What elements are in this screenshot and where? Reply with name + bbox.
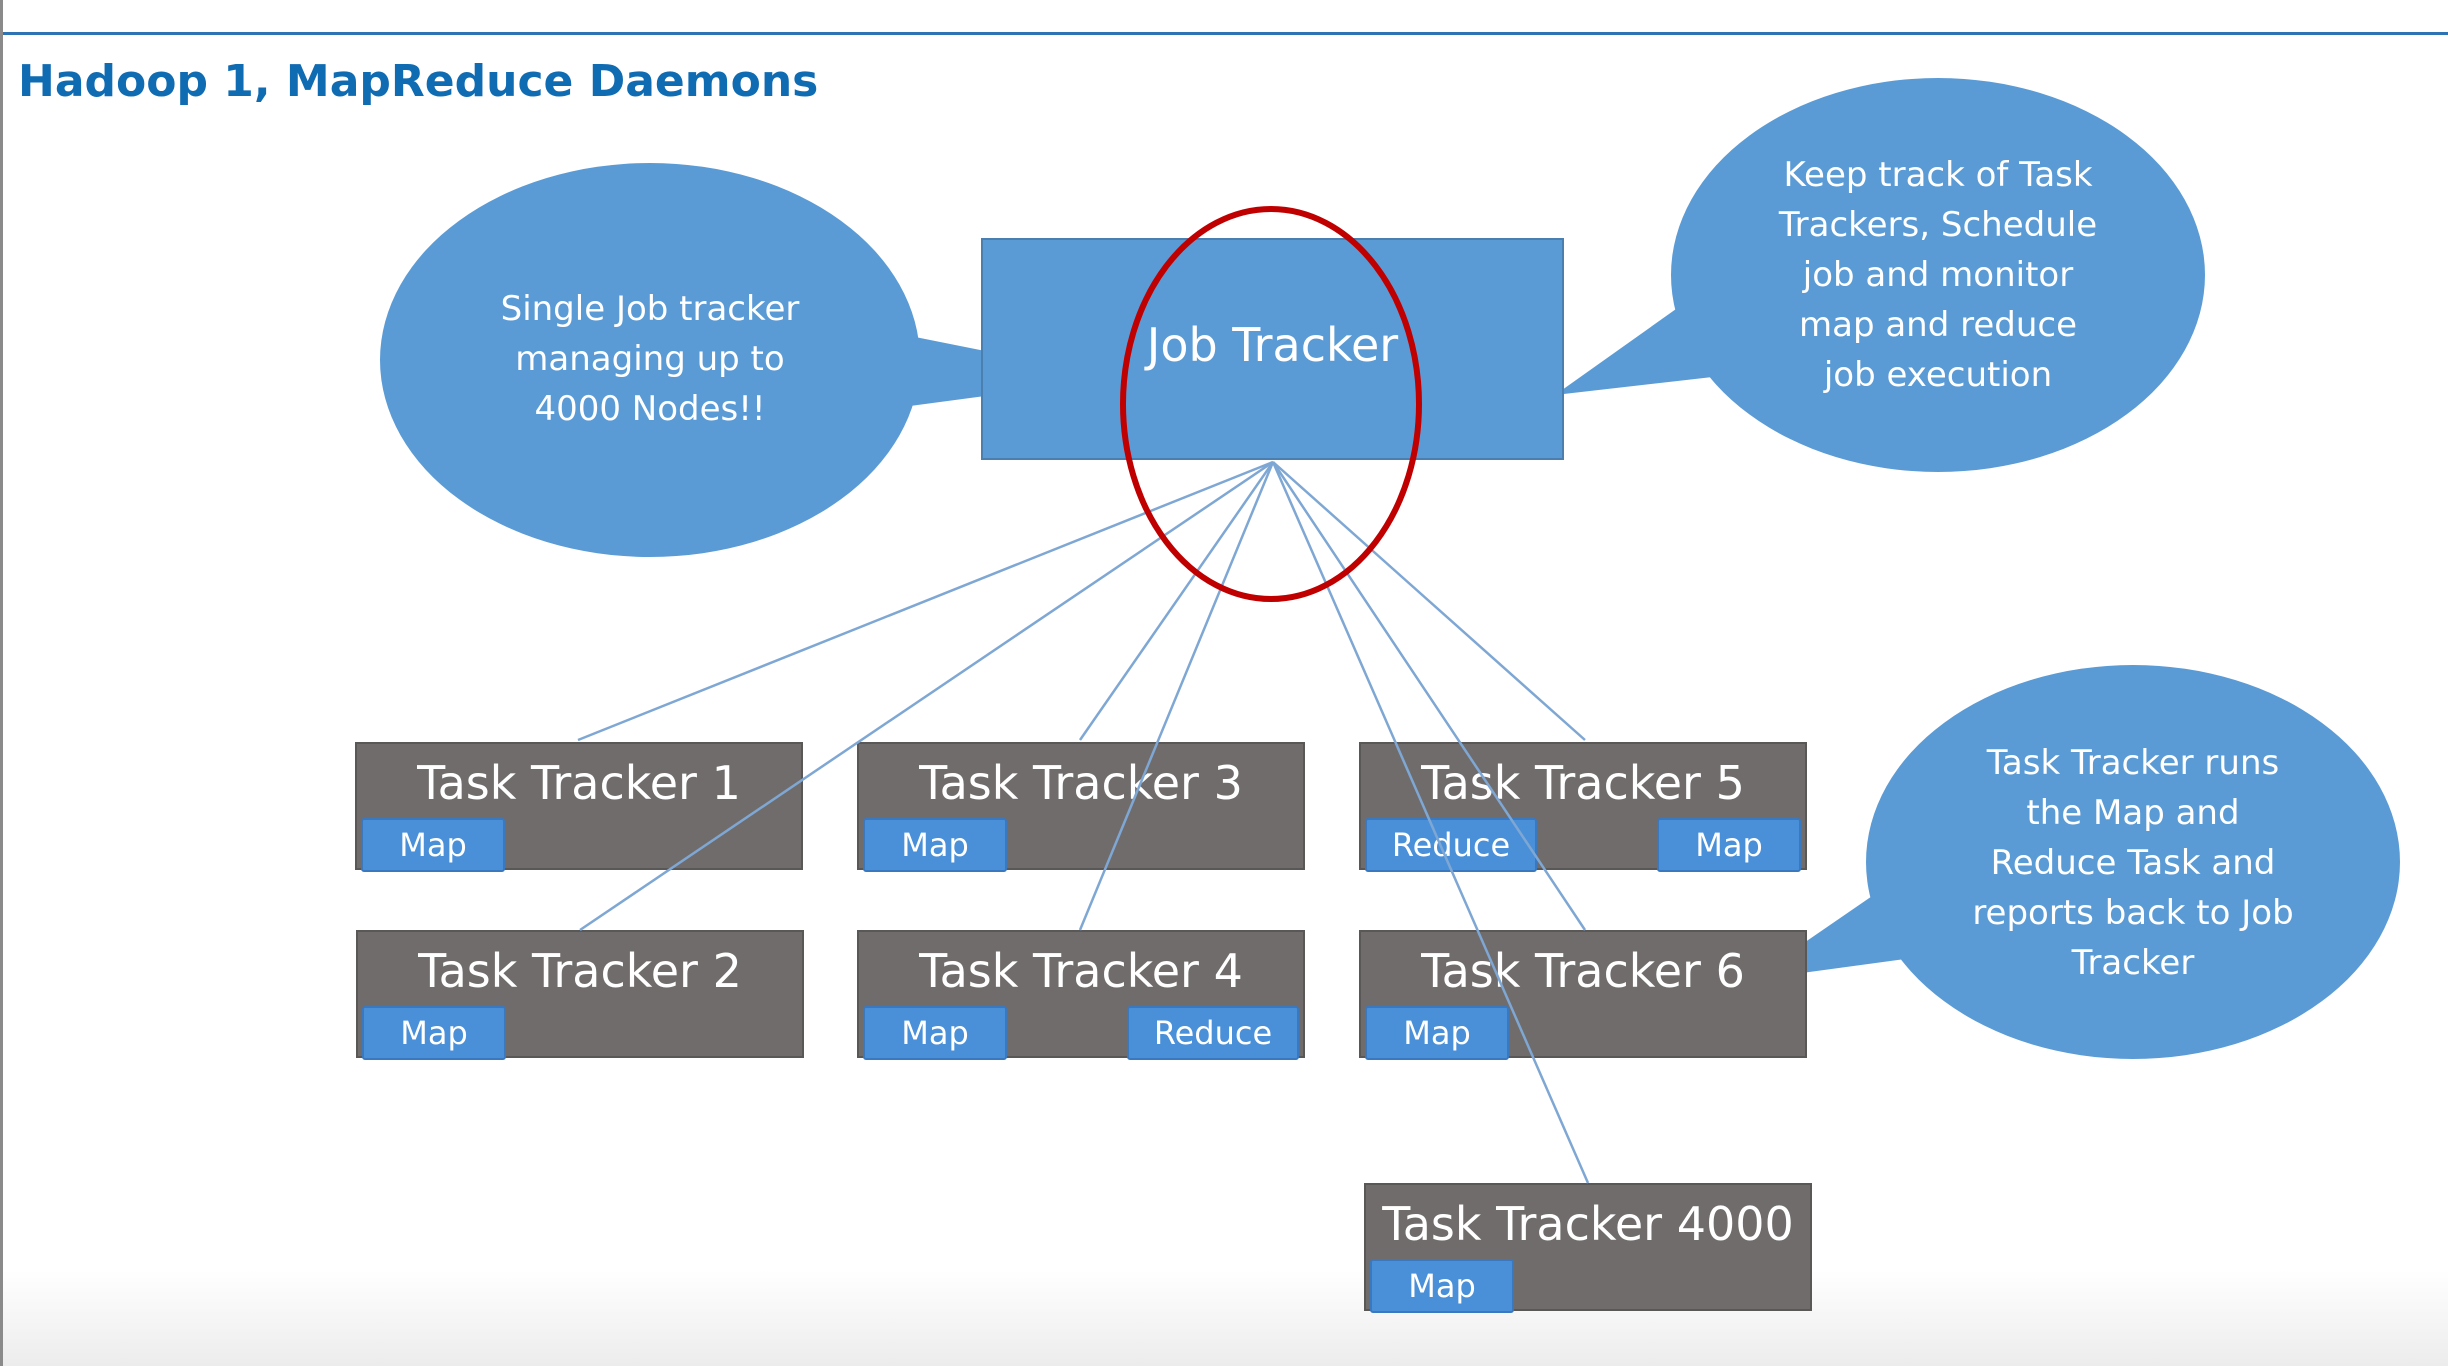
map-slot: Map [361,818,505,872]
callout-line: Tracker [2071,943,2195,983]
task-tracker-label: Task Tracker 3 [919,756,1243,810]
task-tracker-label: Task Tracker 5 [1421,756,1745,810]
job-tracker-label: Job Tracker [1146,318,1399,372]
map-slot: Map [1370,1259,1514,1313]
reduce-slot: Reduce [1127,1006,1299,1060]
map-slot: Map [863,1006,1007,1060]
task-tracker-label: Task Tracker 4000 [1382,1197,1794,1251]
task-tracker-4000: Task Tracker 4000 Map [1364,1183,1812,1313]
callout-line: Keep track of Task [1783,155,2093,195]
callout-bottom-right-bubble [1866,665,2400,1059]
map-slot: Map [362,1006,506,1060]
task-tracker-label: Task Tracker 4 [919,944,1243,998]
task-tracker-label: Task Tracker 6 [1421,944,1745,998]
callout-line: Reduce Task and [1990,843,2276,883]
callout-right-text: Keep track of Task Trackers, Schedule jo… [1730,150,2146,400]
callout-line: map and reduce [1798,305,2077,345]
map-slot: Map [1365,1006,1509,1060]
callout-line: Single Job tracker [500,289,800,329]
callout-right [1555,78,2205,472]
top-rule [0,32,2448,35]
callout-line: job execution [1823,355,2053,395]
callout-line: Task Tracker runs [1986,743,2280,783]
callout-line: managing up to [515,339,785,379]
task-tracker-3: Task Tracker 3 Map [857,742,1305,872]
slide-title: Hadoop 1, MapReduce Daemons [18,56,819,107]
map-slot: Map [1657,818,1801,872]
task-tracker-2: Task Tracker 2 Map [356,930,804,1060]
callout-line: 4000 Nodes!! [534,389,766,429]
task-tracker-label: Task Tracker 2 [418,944,742,998]
left-edge-rule [0,0,3,1366]
task-tracker-label: Task Tracker 1 [417,756,741,810]
callout-left-bubble [380,163,920,557]
task-tracker-4: Task Tracker 4 Map Reduce [857,930,1305,1060]
callout-left-text: Single Job tracker managing up to 4000 N… [450,284,850,434]
callout-line: reports back to Job [1972,893,2294,933]
task-tracker-6: Task Tracker 6 Map [1359,930,1807,1060]
reduce-slot: Reduce [1365,818,1537,872]
map-slot: Map [863,818,1007,872]
callout-right-bubble [1671,78,2205,472]
task-tracker-5: Task Tracker 5 Reduce Map [1359,742,1807,872]
callout-line: Trackers, Schedule [1778,205,2098,245]
callout-line: job and monitor [1802,255,2074,295]
callout-bottom-right-text: Task Tracker runs the Map and Reduce Tas… [1925,738,2341,988]
callout-line: the Map and [2026,793,2240,833]
task-tracker-1: Task Tracker 1 Map [355,742,803,872]
